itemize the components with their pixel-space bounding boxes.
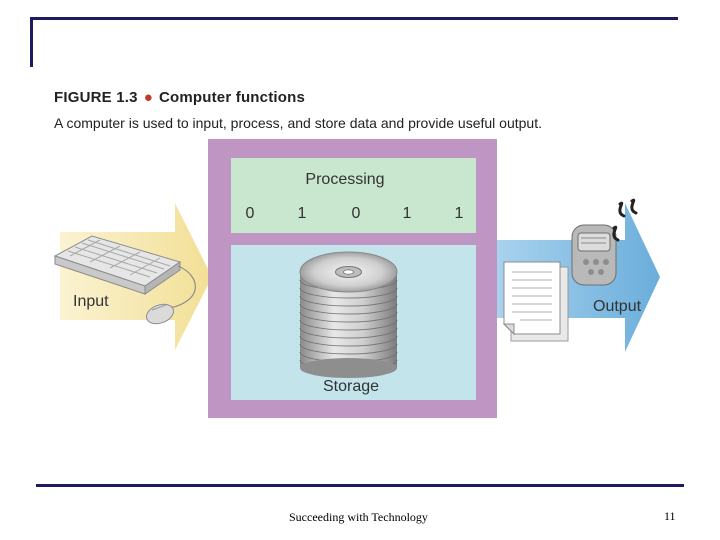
document-icon	[502, 261, 569, 342]
handheld-device-icon	[571, 224, 617, 286]
keyboard-icon	[53, 235, 182, 295]
bit-5: 1	[455, 205, 464, 222]
input-label: Input	[73, 293, 109, 310]
disk-stack-icon	[299, 251, 398, 378]
top-frame-line	[30, 17, 678, 20]
figure-number: FIGURE 1.3	[54, 89, 138, 106]
mouse-icon	[145, 303, 175, 325]
mouse-cable	[169, 265, 196, 309]
bullet-dot-icon: ●	[143, 89, 153, 106]
processing-label: Processing	[305, 171, 384, 188]
page-number: 11	[664, 509, 676, 523]
bit-3: 0	[352, 205, 361, 222]
bottom-rule	[36, 484, 684, 487]
bit-4: 1	[403, 205, 412, 222]
output-label: Output	[593, 298, 642, 315]
bit-2: 1	[298, 205, 307, 222]
bits-row: 0 1 0 1 1	[246, 205, 464, 222]
left-frame-line	[30, 17, 33, 67]
music-notes-icon	[612, 198, 638, 242]
figure-heading: Computer functions	[158, 89, 306, 106]
bit-1: 0	[246, 205, 255, 222]
figure-caption: A computer is used to input, process, an…	[54, 115, 542, 131]
figure-title: FIGURE 1.3 ● Computer functions	[54, 89, 305, 106]
processing-panel	[231, 158, 476, 233]
storage-label: Storage	[323, 378, 379, 395]
footer-text: Succeeding with Technology	[289, 510, 428, 524]
